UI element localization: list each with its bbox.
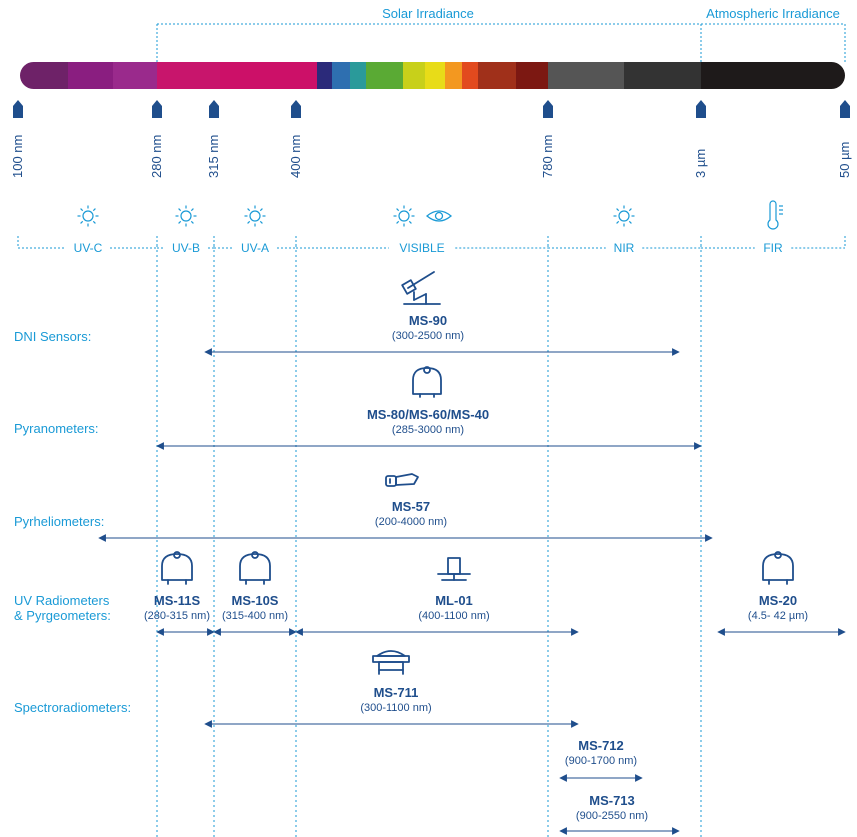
- region-label: NIR: [614, 241, 635, 255]
- irradiance-bracket: [156, 23, 846, 62]
- marker-pin-icon: [840, 100, 850, 118]
- spectrum-segment: [317, 62, 333, 89]
- region-label: UV-A: [241, 241, 269, 255]
- instrument-name: MS-711: [374, 685, 419, 700]
- pyranometer-icon: [412, 366, 442, 398]
- region-label: VISIBLE: [399, 241, 444, 255]
- atmospheric-irradiance-label: Atmospheric Irradiance: [706, 6, 840, 21]
- instrument-range: (280-315 nm): [144, 610, 210, 622]
- eye-icon: [425, 210, 453, 222]
- wavelength-label: 400 nm: [288, 135, 303, 178]
- marker-pin-icon: [543, 100, 553, 118]
- instrument-range: (4.5- 42 µm): [748, 610, 808, 622]
- wavelength-label: 315 nm: [206, 135, 221, 178]
- marker-pin-icon: [696, 100, 706, 118]
- dni-tracker-icon: [401, 271, 441, 305]
- sun-icon: [77, 205, 99, 227]
- instrument-range: (300-1100 nm): [360, 702, 431, 714]
- instrument-range: (900-1700 nm): [565, 755, 637, 767]
- pyrgeometer-icon: [762, 551, 794, 585]
- uv-radiometer-icon: [161, 551, 193, 585]
- wavelength-markers: 100 nm 280 nm 315 nm 400 nm 780 nm 3 µm 50 µm: [10, 100, 852, 178]
- spectrum-segment: [157, 62, 221, 89]
- category-pyrheliometers: Pyrheliometers:: [14, 514, 104, 529]
- spectrum-segment: [20, 62, 69, 89]
- instrument-range: (200-4000 nm): [375, 516, 447, 528]
- wavelength-label: 50 µm: [837, 142, 852, 178]
- wavelength-label: 3 µm: [693, 149, 708, 178]
- spectrum-segment: [366, 62, 404, 89]
- solar-irradiance-label: Solar Irradiance: [382, 6, 474, 21]
- ml01-sensor-icon: [437, 557, 471, 581]
- instrument-name: MS-80/MS-60/MS-40: [367, 407, 489, 422]
- category-pyranometers: Pyranometers:: [14, 421, 99, 436]
- instrument-name: MS-11S: [154, 593, 201, 608]
- thermometer-icon: [767, 200, 783, 230]
- instrument-range: (285-3000 nm): [392, 424, 464, 436]
- instrument-name: MS-20: [759, 593, 797, 608]
- wavelength-label: 280 nm: [149, 135, 164, 178]
- region-separators: [17, 236, 846, 248]
- spectrum-segment: [425, 62, 446, 89]
- sun-icon: [175, 205, 197, 227]
- pyrheliometer-icon: [385, 473, 419, 487]
- wavelength-label: 100 nm: [10, 135, 25, 178]
- instrument-range: (900-2550 nm): [576, 810, 648, 822]
- instrument-name: MS-57: [392, 499, 430, 514]
- instrument-labels: MS-90 (300-2500 nm) MS-80/MS-60/MS-40 (285-…: [144, 313, 808, 822]
- category-uv-radiometers: UV Radiometers: [14, 593, 110, 608]
- marker-pin-icon: [152, 100, 162, 118]
- instrument-name: ML-01: [435, 593, 473, 608]
- spectrum-segment: [68, 62, 114, 89]
- marker-pin-icon: [13, 100, 23, 118]
- spectrum-segment: [624, 62, 702, 89]
- spectrum-segment: [350, 62, 367, 89]
- spectrum-segment: [548, 62, 625, 89]
- instrument-name: MS-10S: [232, 593, 279, 608]
- range-arrows: [98, 348, 846, 835]
- sun-icon: [244, 205, 266, 227]
- sun-icon: [613, 205, 635, 227]
- region-labels: UV-C UV-B UV-A VISIBLE NIR FIR: [18, 200, 845, 255]
- instrument-name: MS-713: [589, 793, 635, 808]
- spectrum-segment: [478, 62, 517, 89]
- category-spectroradiometers: Spectroradiometers:: [14, 700, 131, 715]
- category-dni: DNI Sensors:: [14, 329, 91, 344]
- marker-pin-icon: [209, 100, 219, 118]
- spectrum-segment: [701, 62, 845, 89]
- spectrum-segment: [220, 62, 318, 89]
- region-label: UV-B: [172, 241, 200, 255]
- instrument-name: MS-90: [409, 313, 447, 328]
- sun-icon: [393, 205, 415, 227]
- wavelength-label: 780 nm: [540, 135, 555, 178]
- spectrum-bar: [20, 62, 845, 89]
- category-labels: DNI Sensors: Pyranometers: Pyrheliometer…: [14, 329, 131, 715]
- instrument-range: (400-1100 nm): [418, 610, 489, 622]
- spectrum-segment: [332, 62, 351, 89]
- instrument-range: (300-2500 nm): [392, 330, 464, 342]
- instrument-range: (315-400 nm): [222, 610, 288, 622]
- spectrum-segment: [462, 62, 479, 89]
- spectroradiometer-icon: [372, 650, 410, 675]
- spectrum-segment: [403, 62, 426, 89]
- region-label: UV-C: [74, 241, 103, 255]
- spectrum-segment: [113, 62, 158, 89]
- spectrum-segment: [445, 62, 463, 89]
- category-pyrgeometers: & Pyrgeometers:: [14, 608, 111, 623]
- instrument-name: MS-712: [578, 738, 624, 753]
- spectrum-segment: [516, 62, 549, 89]
- marker-pin-icon: [291, 100, 301, 118]
- region-label: FIR: [763, 241, 783, 255]
- uv-radiometer-icon: [239, 551, 271, 585]
